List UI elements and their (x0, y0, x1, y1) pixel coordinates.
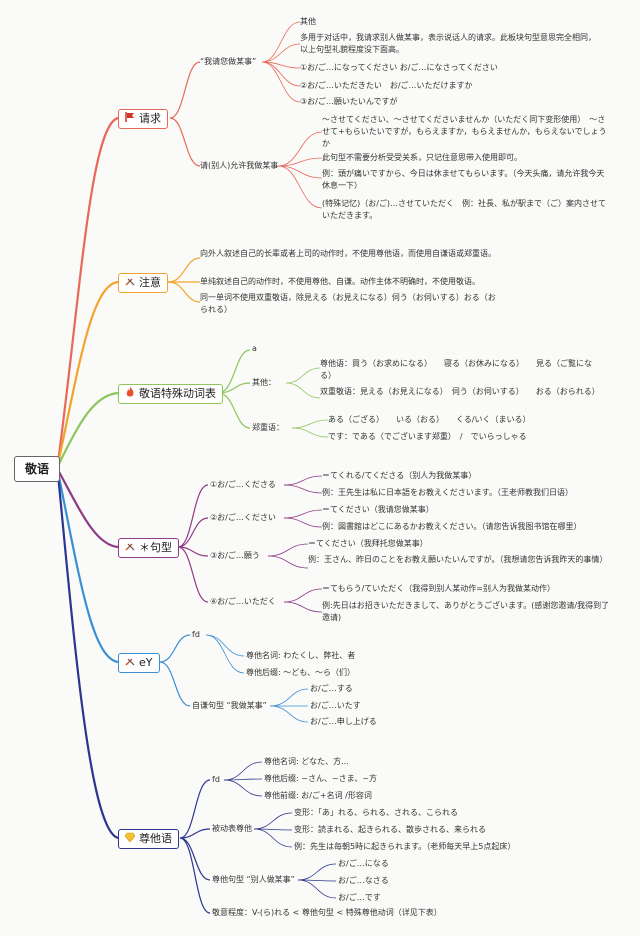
branch-ey[interactable]: eY (118, 653, 160, 673)
node-passive[interactable]: 被动表尊他 (212, 824, 252, 833)
branch-request[interactable]: 请求 (118, 109, 168, 129)
leaf-text: 尊他名词: どなた、方... (264, 757, 349, 766)
leaf-text: ＝てください（我请您做某事） (322, 505, 434, 514)
leaf-text: お/ご…になる (338, 859, 389, 868)
leaf-text: ②お/ご…いただきたい お/ご…いただけますか (300, 81, 473, 90)
leaf-text: 尊他后缀: ~さん、~さま、~方 (264, 774, 378, 783)
leaf-text: お/ご…です (338, 893, 381, 902)
node-pattern-3[interactable]: ③お/ご…願う (210, 551, 260, 560)
node-fd[interactable]: fd (212, 775, 220, 784)
leaf-text: 例：王さん、昨日のことをお教え願いたいんですが。（我想请您告诉我昨天的事情） (308, 555, 608, 564)
branch-honorific[interactable]: 尊他语 (118, 829, 179, 849)
leaf-text: ＝てくれる/てくださる（别人为我做某事） (322, 471, 477, 480)
tool-icon (123, 275, 136, 293)
branch-special-verbs[interactable]: 敬语特殊动词表 (118, 384, 223, 404)
leaf-text: 此句型不需要分析受受关系，只记住意思带入使用即可。 (322, 153, 522, 162)
leaf-text: 尊他后缀: ～ども、～ら（们） (246, 668, 355, 677)
flag-icon (123, 111, 136, 129)
leaf-text: ①お/ご…になってください お/ご…になさってください (300, 63, 498, 72)
leaf-text: ～させてください、～させてくださいませんか（いただく同下变形使用） ～させて+も… (322, 115, 607, 148)
leaf-text: 变形：「あ」れる、られる、される、こられる (294, 808, 458, 817)
flame-icon (123, 386, 136, 404)
leaf-text: 例：頭が痛いですから、今日は休ませてもらいます。（今天头痛，请允许我今天休息一下… (322, 169, 605, 190)
leaf-text: 例:先日はお招きいただきまして、ありがとうございます。(感谢您邀请/我得到了邀请… (322, 601, 610, 622)
node-allow-me[interactable]: 请(别人)允许我做某事 (200, 161, 279, 170)
leaf-text: 向外人叙述自己的长辈或者上司的动作时，不使用尊他语，而使用自谦语或郑重语。 (200, 249, 496, 258)
leaf-text: ある（ござる） いる（おる） くる/いく（まいる） (328, 415, 531, 424)
leaf-text: 同一单词不使用双重敬语，除見える（お見えになる）伺う（お伺いする）おる（おられる… (200, 293, 496, 314)
node-honorific-pattern[interactable]: 尊他句型 “别人做某事” (212, 875, 295, 884)
node-pattern-4[interactable]: ④お/ご…いただく (210, 597, 276, 606)
node-pattern-2[interactable]: ②お/ご…ください (210, 513, 276, 522)
node-a[interactable]: a (252, 344, 257, 353)
tool-icon (123, 540, 136, 558)
branch-caution[interactable]: 注意 (118, 273, 168, 293)
leaf-text: 多用于对话中，我请求别人做某事，表示说话人的请求。此板块句型意思完全相同，以上句… (300, 33, 596, 54)
leaf-text: 例：図書館はどこにあるかお教えください。（请您告诉我图书馆在哪里） (322, 522, 582, 531)
leaf-text: 其他 (300, 17, 316, 26)
gem-icon (123, 831, 136, 849)
leaf-text: お/ご…なさる (338, 876, 389, 885)
leaf-text: 双重敬语：見える（お見えになる） 伺う（お伺いする） おる（おられる） (320, 387, 600, 396)
leaf-text: 变形：読まれる、起きられる、散歩される、来られる (294, 825, 486, 834)
node-pattern-1[interactable]: ①お/ご…くださる (210, 480, 276, 489)
leaf-text: 单纯叙述自己的动作时，不使用尊他、自谦。动作主体不明确时，不使用敬语。 (200, 277, 480, 286)
leaf-text: ＝てください（我拜托您做某事） (308, 539, 428, 548)
node-polite[interactable]: 郑重语： (252, 423, 284, 432)
leaf-text: 尊他前缀: お/ご+名词 /形容词 (264, 791, 372, 800)
node-ask-you[interactable]: “我请您做某事” (200, 57, 257, 66)
leaf-text: お/ご…いたす (310, 701, 361, 710)
branch-patterns[interactable]: ＊句型 (118, 538, 179, 558)
node-other[interactable]: 其他： (252, 378, 276, 387)
leaf-text: お/ご…申し上げる (310, 717, 377, 726)
node-respect-level[interactable]: 敬意程度：V-(ら)れる < 尊他句型 < 特殊尊他动词（详见下表） (212, 908, 442, 917)
leaf-text: ③お/ご…願いたいんですが (300, 97, 398, 106)
leaf-text: お/ご…する (310, 684, 353, 693)
leaf-text: 例：王先生は私に日本語をお教えくださいます。（王老师教我们日语） (322, 488, 573, 497)
leaf-text: ＝てもらう/ていただく（我得到别人某动作=别人为我做某动作） (322, 584, 555, 593)
leaf-text: です：である（でございます郑重） / でいらっしゃる (328, 432, 527, 441)
leaf-text: 例：先生は毎朝5時に起きられます。（老师每天早上5点起床） (294, 842, 516, 851)
node-fd[interactable]: fd (192, 630, 200, 639)
leaf-text: 尊他名词: わたくし、弊社、者 (246, 651, 356, 660)
root-node[interactable]: 敬语 (14, 456, 60, 482)
node-humble-pattern[interactable]: 自谦句型 “我做某事” (192, 701, 267, 710)
leaf-text: (特殊记忆)（お/ご)…させていただく 例：社長、私が駅まで（ご）案内させていた… (322, 199, 607, 220)
tool-icon (123, 655, 136, 673)
leaf-text: 尊他语：買う（お求めになる） 寝る（お休みになる） 見る（ご覧になる） (320, 359, 592, 380)
